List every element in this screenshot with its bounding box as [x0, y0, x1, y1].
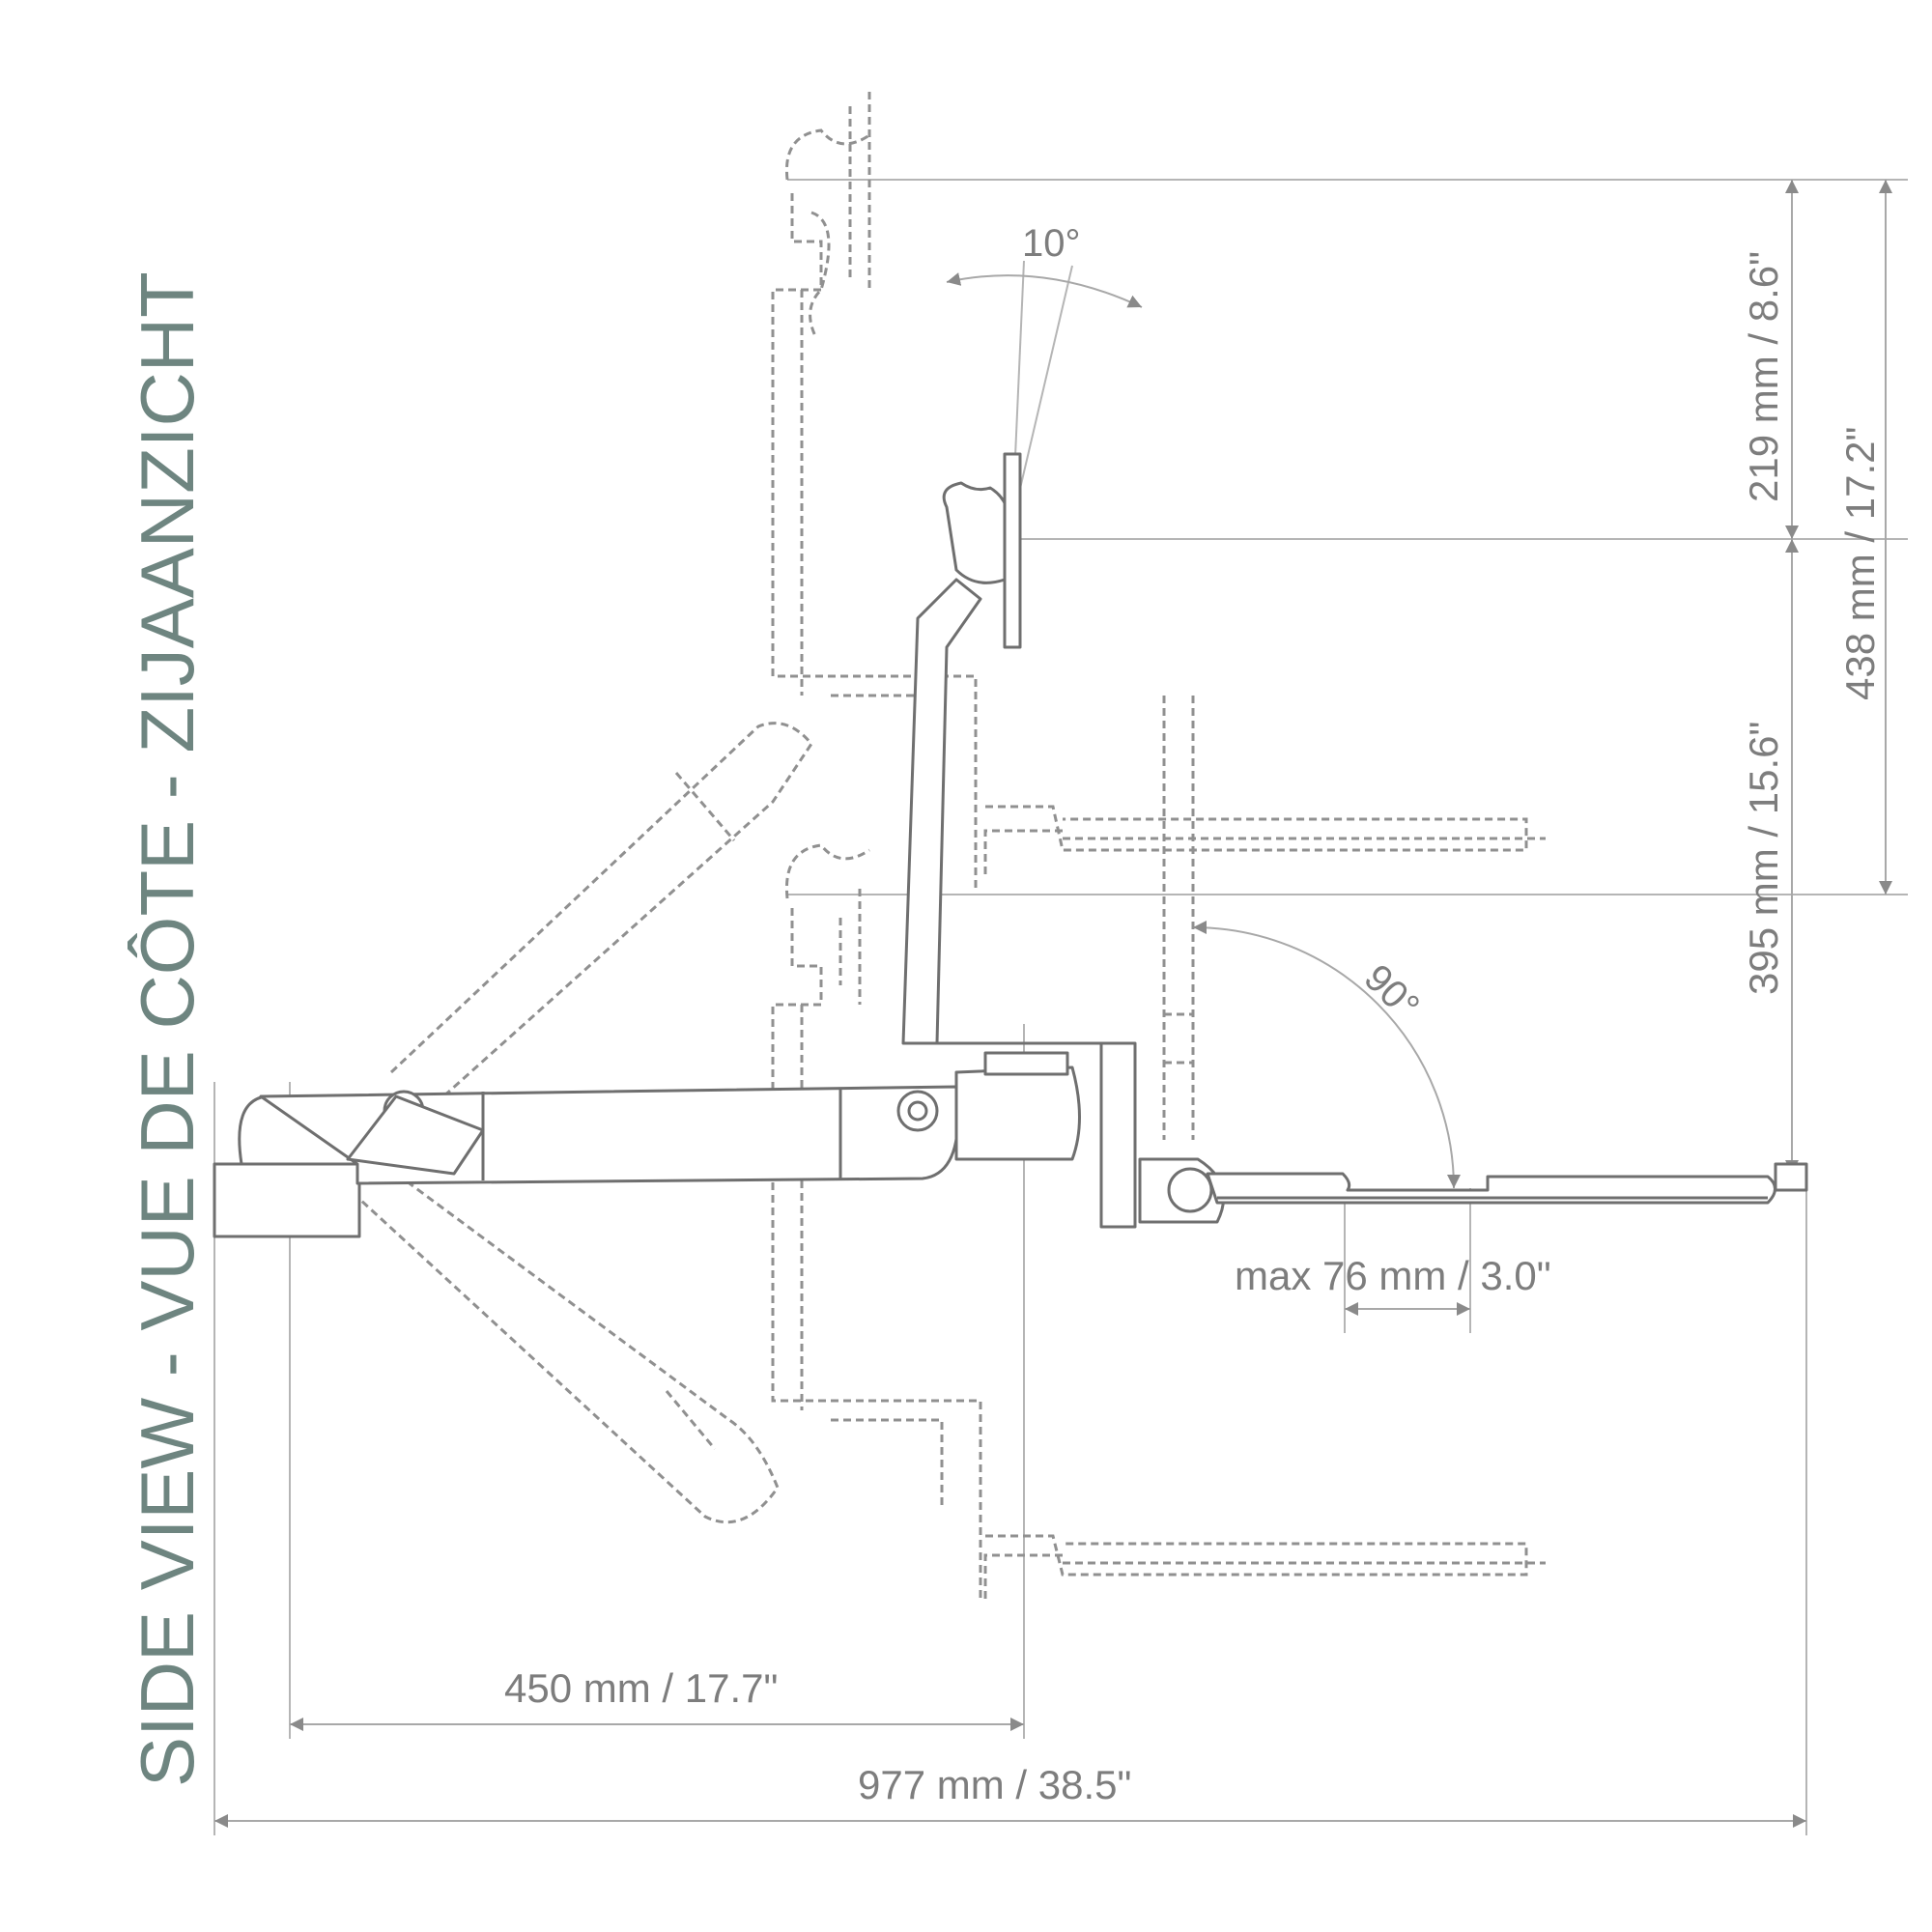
vesa-plate	[1003, 452, 1022, 649]
alternate-positions	[346, 92, 1546, 1599]
height-top-label: 219 mm / 8.6"	[1741, 251, 1786, 502]
drawing-title: SIDE VIEW - VUE DE CÔTE - ZIJAANZICHT	[125, 271, 210, 1787]
dimension-lines	[213, 179, 1908, 1835]
mount-clamp	[213, 1162, 361, 1238]
riser-pole	[901, 578, 982, 1045]
height-total-label: 438 mm / 17.2"	[1837, 427, 1883, 700]
height-lower-label: 395 mm / 15.6"	[1741, 722, 1786, 995]
arm-mechanism	[213, 452, 1808, 1238]
total-width-label: 977 mm / 38.5"	[858, 1762, 1131, 1807]
elbow-block	[954, 1065, 1081, 1161]
arm-length-label: 450 mm / 17.7"	[504, 1665, 778, 1711]
keyboard-tray	[1206, 1172, 1776, 1205]
max-offset-label: max 76 mm / 3.0"	[1235, 1253, 1551, 1298]
joint-pivot	[896, 1090, 939, 1132]
tilt-head	[942, 481, 1012, 584]
tilt-angle-label: 10°	[1022, 222, 1081, 265]
right-angle-label: 90°	[1356, 956, 1428, 1028]
